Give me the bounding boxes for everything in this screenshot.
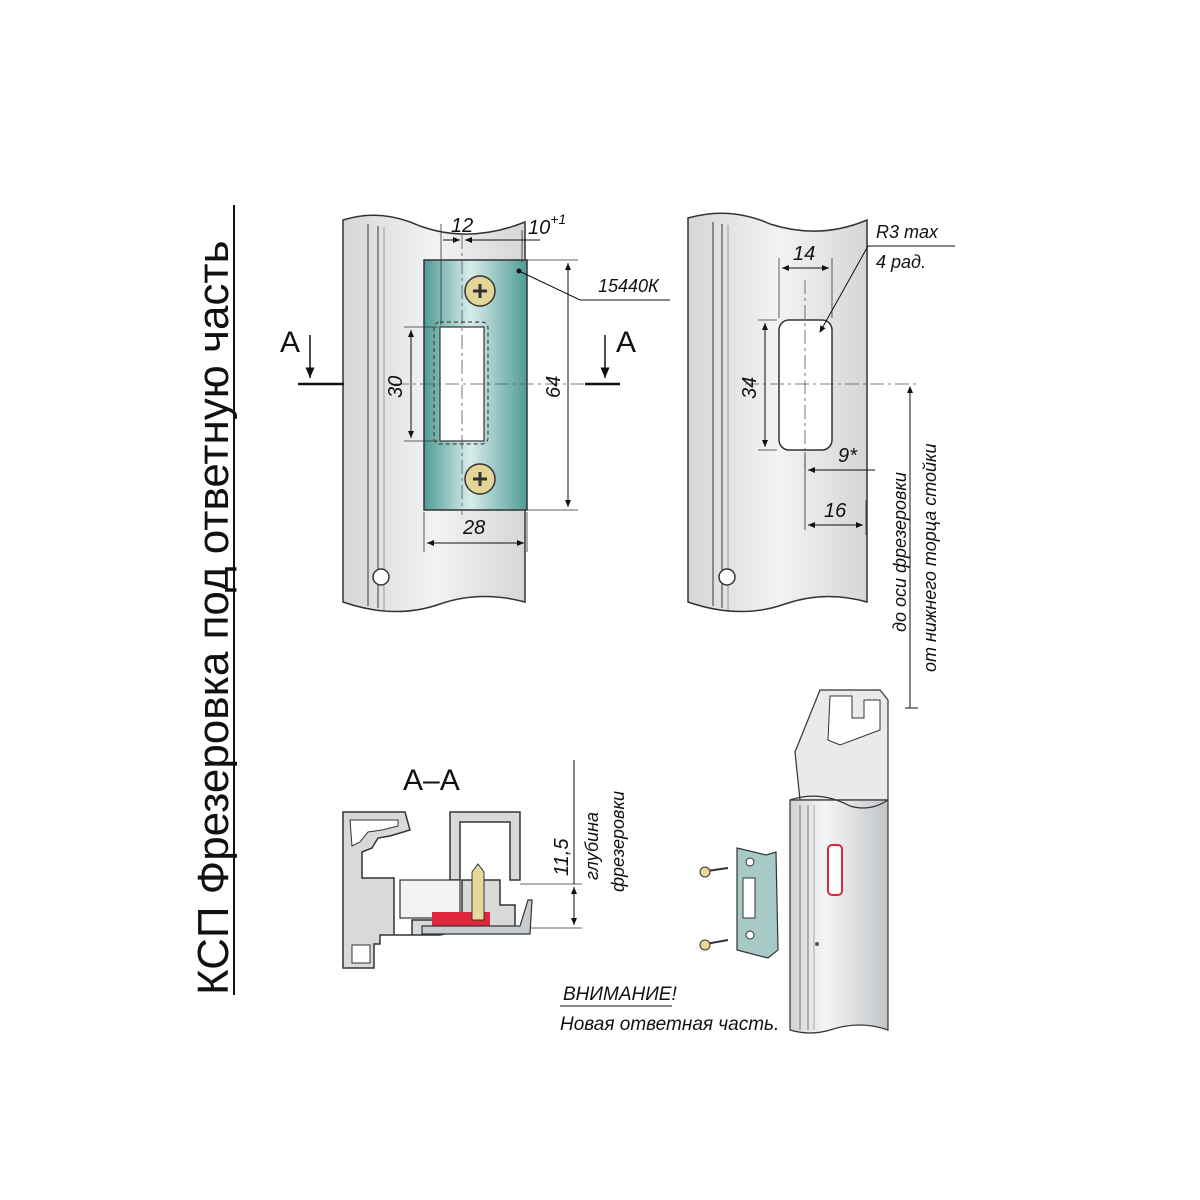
notice-text: Новая ответная часть. — [560, 1014, 779, 1035]
dim-64-group: 64 — [543, 376, 565, 398]
section-mark-right: А — [616, 326, 636, 359]
notice-heading: ВНИМАНИЕ! — [563, 984, 677, 1005]
axis-note-group-1: до оси фрезеровки — [890, 472, 910, 632]
section-label: А–А — [403, 764, 460, 797]
section-strike-plate — [421, 899, 533, 935]
screw-icon — [464, 275, 496, 307]
dim-10: 10+1 — [528, 211, 566, 239]
dim-10-base: 10 — [528, 217, 550, 239]
section-view: А–А 11,5 глубина фрезеровки — [342, 760, 628, 969]
iso-strike-slot — [742, 877, 756, 919]
screw-icon — [699, 939, 729, 951]
dim-30-group: 30 — [385, 376, 407, 398]
drain-hole — [372, 568, 390, 586]
section-profile-right — [449, 811, 521, 881]
iso-break-line — [789, 795, 889, 809]
dim-12: 12 — [451, 215, 473, 237]
radius-label: R3 max — [876, 222, 939, 242]
screw-icon — [699, 866, 729, 878]
depth-value-group: 11,5 — [551, 838, 573, 876]
front-view: А А 12 10+1 15440К 30 64 — [280, 211, 670, 613]
axis-note-line2: от нижнего торца стойки — [920, 443, 940, 672]
dim-64: 64 — [543, 376, 565, 398]
depth-label-group-1: глубина — [582, 812, 602, 880]
page-title: КСП Фрезеровка под ответную часть — [189, 241, 238, 996]
leader-line — [518, 270, 670, 301]
screw-icon — [471, 863, 485, 921]
dim-34-group: 34 — [739, 377, 761, 399]
iso-screw-hole — [745, 857, 755, 867]
drain-hole — [718, 568, 736, 586]
section-channel — [349, 819, 399, 847]
notice: ВНИМАНИЕ! Новая ответная часть. — [560, 984, 779, 1035]
radius-count: 4 рад. — [876, 252, 926, 272]
iso-screw-hole — [745, 930, 755, 940]
depth-label-line2: фрезеровки — [608, 791, 628, 892]
milling-outline-hidden — [433, 321, 489, 445]
depth-value: 11,5 — [551, 838, 573, 876]
dim-14: 14 — [793, 243, 815, 265]
dim-30: 30 — [385, 376, 407, 398]
depth-label-line1: глубина — [582, 812, 602, 880]
cut-view: 14 R3 max 4 рад. 34 9* 16 до оси фрезеро… — [687, 212, 955, 709]
axis-note-line1: до оси фрезеровки — [890, 472, 910, 632]
dim-28: 28 — [462, 517, 485, 539]
iso-strike-plate — [736, 847, 779, 959]
iso-milled-slot — [827, 844, 843, 896]
title-group: КСП Фрезеровка под ответную часть — [189, 241, 238, 996]
iso-profile-body — [789, 799, 889, 1034]
axis-note-group-2: от нижнего торца стойки — [920, 443, 940, 672]
dim-9: 9* — [838, 445, 858, 467]
section-insert — [399, 879, 461, 919]
milled-slot — [778, 319, 833, 451]
isometric-view — [699, 689, 889, 1034]
dim-10-sup: +1 — [550, 211, 566, 227]
profile-body — [687, 212, 868, 613]
dim-34: 34 — [739, 377, 761, 399]
iso-hole — [815, 942, 819, 946]
section-mark-left: А — [280, 326, 300, 359]
radius-leader — [819, 245, 955, 333]
screw-icon — [464, 463, 496, 495]
iso-profile-channels — [827, 695, 881, 746]
section-channel — [351, 944, 371, 964]
depth-label-group-2: фрезеровки — [608, 791, 628, 892]
part-number: 15440К — [598, 276, 660, 296]
dim-16: 16 — [824, 500, 847, 522]
